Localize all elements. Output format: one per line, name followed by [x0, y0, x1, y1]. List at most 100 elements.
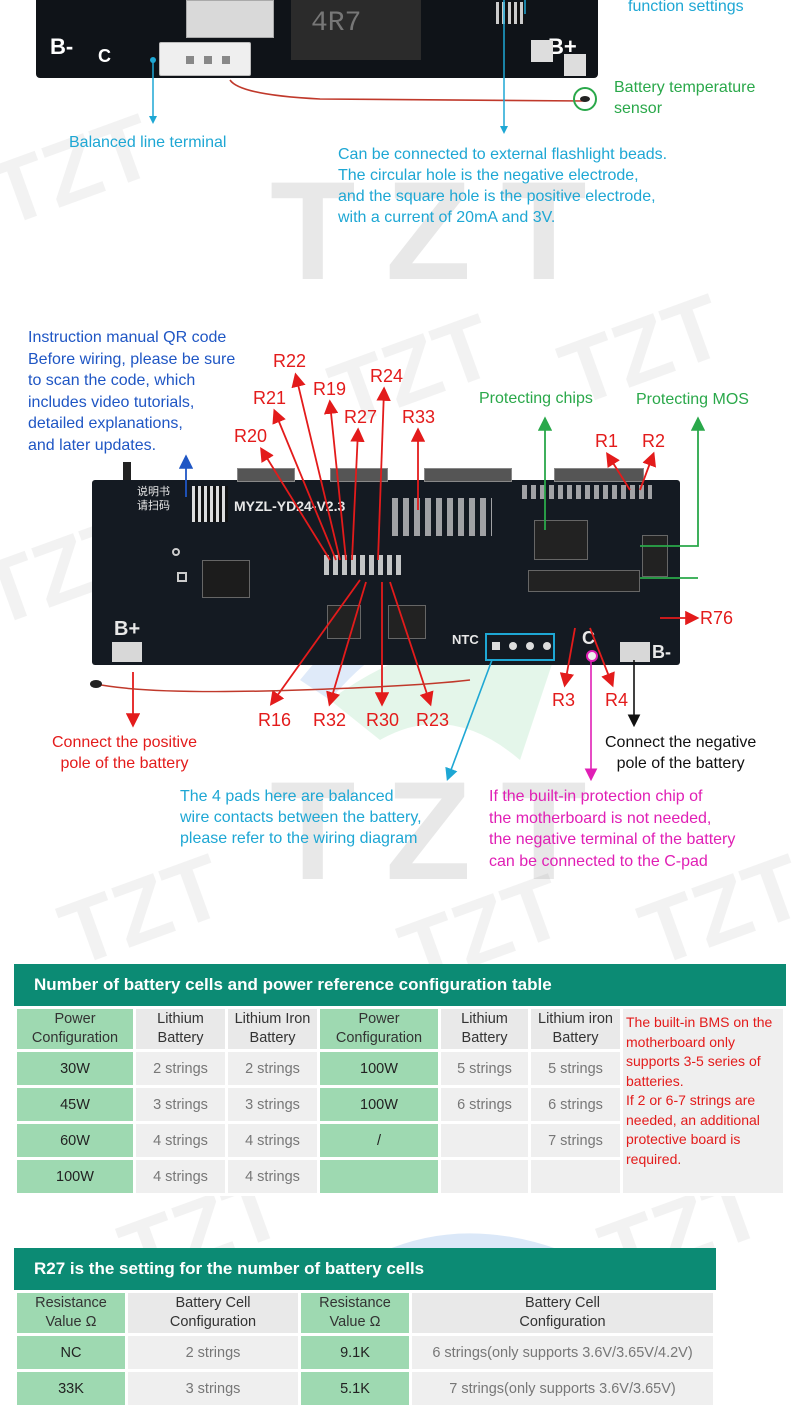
header-cell: Lithium iron Battery — [531, 1009, 620, 1049]
header-cell: Battery Cell Configuration — [412, 1293, 713, 1333]
label-r1: R1 — [595, 431, 619, 451]
qr-code — [192, 486, 228, 522]
balance-pads-highlight — [485, 633, 555, 661]
label-r4: R4 — [605, 690, 629, 710]
board-connector — [330, 468, 388, 482]
inductor — [327, 605, 361, 639]
table-cell: 3 strings — [136, 1088, 225, 1121]
label-r22: R22 — [273, 351, 307, 371]
label-r19: R19 — [313, 379, 347, 399]
label-r20: R20 — [234, 426, 268, 446]
positive-pole-label: Connect the positive pole of the battery — [52, 734, 197, 772]
resistor-array — [324, 555, 402, 575]
table-cell: 2 strings — [228, 1052, 317, 1085]
top-annotation-lines — [149, 0, 597, 134]
b-plus-pad — [112, 642, 142, 662]
table-row: 33K 3 strings 5.1K 7 strings(only suppor… — [17, 1372, 713, 1405]
smd-chip — [496, 2, 524, 24]
label-r3: R3 — [552, 690, 576, 710]
balance-pads-note: The 4 pads here are balanced wire contac… — [180, 788, 422, 847]
table-row: 30W 2 strings 2 strings 100W 5 strings 5… — [17, 1052, 783, 1085]
label-r76: R76 — [700, 608, 734, 628]
label-r21: R21 — [253, 388, 287, 408]
board-model-label: MYZL-YD24-V2.3 — [234, 498, 346, 514]
watermark-large: TZT — [270, 152, 617, 309]
protection-mos — [642, 535, 668, 577]
connector-pin — [204, 56, 212, 64]
table-cell: 5 strings — [441, 1052, 528, 1085]
b-minus-pad — [620, 642, 650, 662]
qr-code-note: Instruction manual QR code Before wiring… — [28, 329, 236, 454]
r27-table-grid: Resistance Value Ω Battery Cell Configur… — [14, 1290, 716, 1408]
label-r2: R2 — [642, 431, 666, 451]
balanced-terminal-label: Balanced line terminal — [69, 134, 227, 151]
table-cell: 4 strings — [228, 1160, 317, 1193]
pcb-board: 说明书 请扫码 MYZL-YD24-V2.3 B+ B- NTC C — [92, 468, 680, 665]
label-r23: R23 — [416, 710, 450, 730]
c-pad — [586, 650, 598, 662]
b-minus-label: B- — [50, 34, 74, 59]
board-connector — [554, 468, 644, 482]
flashlight-note: Can be connected to external flashlight … — [338, 146, 668, 226]
table-cell: 5 strings — [531, 1052, 620, 1085]
table-cell: 100W — [17, 1160, 133, 1193]
c-label: C — [98, 46, 111, 66]
header-cell: Power Configuration — [320, 1009, 438, 1049]
config-table-title: Number of battery cells and power refere… — [14, 964, 786, 1006]
table-row: 100W 4 strings 4 strings — [17, 1160, 783, 1193]
table-cell: 4 strings — [228, 1124, 317, 1157]
table-cell — [320, 1160, 438, 1193]
table-cell: 5.1K — [301, 1372, 409, 1405]
resistor-array — [522, 485, 652, 499]
header-cell: Resistance Value Ω — [301, 1293, 409, 1333]
board-annotation-lines — [90, 372, 706, 782]
qr-silkscreen: 说明书 请扫码 — [137, 486, 170, 512]
balance-pad — [509, 642, 517, 650]
r27-table-title: R27 is the setting for the number of bat… — [14, 1248, 716, 1290]
table-cell — [531, 1160, 620, 1193]
table-cell: / — [320, 1124, 438, 1157]
table-cell: 9.1K — [301, 1336, 409, 1369]
table-cell: NC — [17, 1336, 125, 1369]
bms-note: The built-in BMS on the motherboard only… — [623, 1009, 783, 1193]
protecting-mos-label: Protecting MOS — [636, 391, 749, 408]
table-cell: 30W — [17, 1052, 133, 1085]
table-row: 45W 3 strings 3 strings 100W 6 strings 6… — [17, 1088, 783, 1121]
function-settings-label: function settings — [628, 0, 744, 15]
table-cell: 6 strings — [531, 1088, 620, 1121]
pad — [564, 54, 586, 76]
board-connector — [424, 468, 512, 482]
board-hole — [177, 572, 187, 582]
header-cell: Battery Cell Configuration — [128, 1293, 298, 1333]
config-table: Number of battery cells and power refere… — [14, 964, 786, 1196]
table-cell: 100W — [320, 1052, 438, 1085]
table-row: 60W 4 strings 4 strings / 7 strings — [17, 1124, 783, 1157]
inductor — [388, 605, 426, 639]
label-r32: R32 — [313, 710, 347, 730]
label-r16: R16 — [258, 710, 292, 730]
c-pad-note: If the built-in protection chip of the m… — [489, 788, 736, 870]
smd-array — [392, 498, 492, 536]
inductor-4r7: 4R7 — [291, 0, 421, 60]
balance-pad — [543, 642, 551, 650]
table-cell: 45W — [17, 1088, 133, 1121]
label-r33: R33 — [402, 407, 436, 427]
board-b-minus: B- — [652, 642, 671, 662]
header-cell: Resistance Value Ω — [17, 1293, 125, 1333]
table-cell — [441, 1124, 528, 1157]
mosfet — [202, 560, 250, 598]
temperature-sensor-label: Battery temperature sensor — [614, 79, 756, 117]
protection-chip — [534, 520, 588, 560]
table-cell: 60W — [17, 1124, 133, 1157]
header-cell: Lithium Battery — [441, 1009, 528, 1049]
board-b-plus: B+ — [114, 618, 141, 640]
table-cell: 7 strings(only supports 3.6V/3.65V) — [412, 1372, 713, 1405]
board-ntc: NTC — [452, 632, 479, 647]
table-cell: 33K — [17, 1372, 125, 1405]
r27-table: R27 is the setting for the number of bat… — [14, 1248, 716, 1408]
header-cell: Power Configuration — [17, 1009, 133, 1049]
table-cell: 2 strings — [136, 1052, 225, 1085]
protecting-chips-label: Protecting chips — [479, 390, 593, 407]
board-hole — [172, 548, 180, 556]
table-cell: 6 strings — [441, 1088, 528, 1121]
